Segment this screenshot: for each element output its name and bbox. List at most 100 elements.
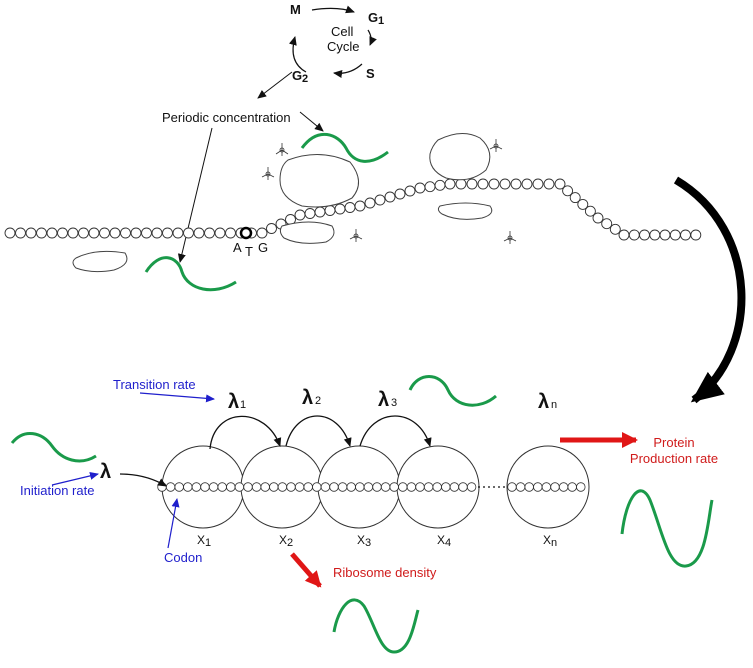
codon-bead [423,482,434,492]
protein-wave-bottom [332,598,420,654]
trna-squiggle-lower [144,256,237,292]
x-label-1-sub: 1 [205,537,211,549]
codon-bead [649,229,661,241]
codon-bead [576,482,586,492]
ribosome-small-subunit-2 [437,202,493,220]
codon-bead [628,229,640,241]
codon-bead [36,227,47,239]
codon-bead [444,178,456,190]
amino-acid-icon [489,139,503,152]
codon-bead [389,482,399,492]
codon-bead [266,223,277,234]
codon-bead [432,482,442,492]
trna-squiggle-initiation [10,432,97,463]
codon-bead [415,482,425,492]
codon-bead [499,178,511,190]
codon-bead [372,482,382,492]
amino-acid-icon [261,167,275,180]
x-label-1: X [197,533,205,547]
lambda-1: λ [228,391,239,413]
lambda-1-sub: 1 [240,399,246,411]
x-label-2-sub: 2 [287,537,293,549]
codon-bead [344,202,356,213]
codon-bead [609,223,621,235]
codon-bead [334,203,346,215]
codon-bead [346,482,356,492]
codon-bead [567,482,577,492]
codon-bead [191,482,202,492]
codon-bead [466,482,477,492]
codon-bead [172,227,184,239]
codon-bead [109,227,121,239]
x-label-n-sub: n [551,537,557,549]
codon-bead [312,482,322,492]
ribosome-density-label: Ribosome density [333,565,437,580]
codon-bead [533,482,543,492]
hop-arc-3 [359,415,432,447]
codon-bead [294,482,305,492]
ribosome-large-subunit-1 [279,153,359,208]
lambda-initiation: λ [100,461,111,483]
cell-cycle: Cell Cycle M G 1 S G 2 [257,2,384,99]
codon-bead [364,197,376,209]
codon-bead [510,178,522,190]
codon-bead [521,178,533,190]
protein-label-2: Production rate [630,451,718,466]
codon-bead [394,188,406,200]
codon-bead [25,227,37,239]
codon-bead [120,227,131,239]
codon-bead [304,208,316,219]
codon-bead [477,178,489,190]
codon-bead [384,191,396,203]
amino-acid-icon [275,143,289,156]
phase-g1: G [368,10,378,25]
codon-bead [162,227,173,239]
codon-bead [151,227,163,239]
transition-rate-label: Transition rate [113,377,196,392]
amino-acid-icon [349,229,363,242]
ribosome-subunit-free [72,250,128,273]
codon-a: A [233,240,242,255]
codon-bead [303,482,313,492]
arrow-to-trna-lower [177,127,213,263]
x-label-3: X [357,533,365,547]
cell-cycle-title: Cell [331,24,354,39]
codon-bead [324,205,336,216]
phase-m: M [290,2,301,17]
phase-s: S [366,66,375,81]
codon-bead [398,482,408,492]
protein-wave-right [620,489,714,568]
codon-bead [141,227,152,239]
codon-bead [669,229,681,241]
codon-bead [558,482,569,492]
amino-acid-icon [503,231,517,244]
codon-g: G [258,240,268,255]
codon-bead [434,179,446,191]
codon-bead [577,198,589,210]
x-label-4: X [437,533,445,547]
codon-bead [183,482,193,492]
codon-bead [294,209,306,221]
codon-bead [286,482,296,492]
codon-bead [449,482,460,492]
codon-bead [618,229,630,241]
codon-bead [374,194,386,206]
periodic-concentration-label: Periodic concentration [162,110,291,125]
codon-bead [355,482,365,492]
codon-bead [226,482,236,492]
initiation-rate-arrow [51,471,99,486]
lambda-3: λ [378,389,389,411]
codon-bead [88,227,100,239]
codon-bead [455,178,467,190]
big-curved-arrow [673,176,746,404]
trna-squiggle-upper [300,132,389,163]
ribosome-large-subunit-2 [429,133,491,181]
hop-arc-2 [285,415,352,447]
codon-bead [541,482,552,492]
x-label-2: X [279,533,287,547]
codon-bead [554,178,566,190]
initiation-arrow [119,473,167,487]
codon-bead [404,185,416,197]
codon-bead [57,227,68,239]
